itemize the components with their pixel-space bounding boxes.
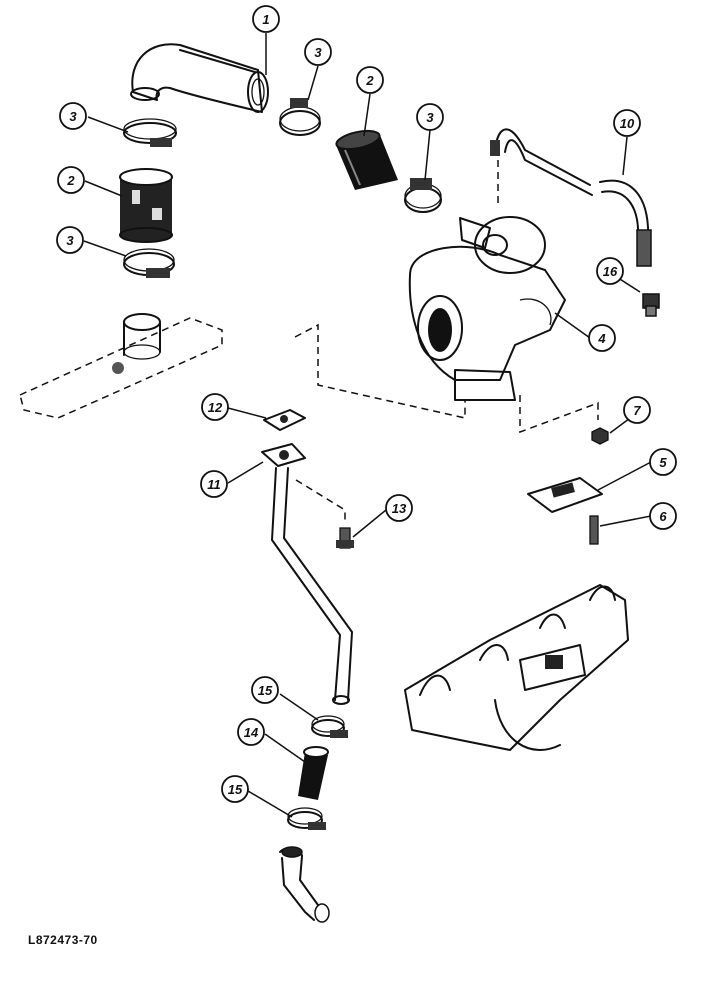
hose-clamp <box>311 715 348 738</box>
callout-number: 5 <box>649 448 677 476</box>
svg-text:11: 11 <box>207 477 221 492</box>
hose-clamp <box>404 178 442 213</box>
svg-text:2: 2 <box>66 173 75 188</box>
hose-sleeve <box>119 168 173 243</box>
callout-number: 15 <box>251 676 279 704</box>
fitting <box>642 293 660 317</box>
exhaust-manifold <box>404 584 629 751</box>
callout-number: 13 <box>385 494 413 522</box>
drain-tube-gasket <box>263 409 306 431</box>
intake-plate <box>19 313 223 419</box>
svg-text:15: 15 <box>228 782 243 797</box>
callout-number: 1 <box>252 5 280 33</box>
svg-text:2: 2 <box>365 73 374 88</box>
gasket <box>527 477 603 513</box>
hose-clamp <box>123 248 175 278</box>
svg-text:15: 15 <box>258 683 273 698</box>
hose-clamp <box>279 98 321 136</box>
callout-number: 2 <box>57 166 85 194</box>
leader-lines <box>83 33 652 818</box>
svg-text:3: 3 <box>314 45 322 60</box>
svg-text:3: 3 <box>69 109 77 124</box>
hose-sleeve <box>335 129 398 190</box>
callout-number: 2 <box>356 66 384 94</box>
callout-number: 12 <box>201 393 229 421</box>
svg-text:7: 7 <box>633 403 641 418</box>
callout-number: 3 <box>416 103 444 131</box>
callout-number: 3 <box>59 102 87 130</box>
assembly-lines <box>294 160 599 522</box>
callout-number: 11 <box>200 470 228 498</box>
oil-supply-line <box>490 128 652 267</box>
svg-text:10: 10 <box>620 116 635 131</box>
svg-text:16: 16 <box>603 264 618 279</box>
callout-number: 14 <box>237 718 265 746</box>
callout-number: 4 <box>588 324 616 352</box>
hose-clamp <box>123 118 177 147</box>
svg-text:3: 3 <box>426 110 434 125</box>
callout-number: 16 <box>596 257 624 285</box>
callout-number: 7 <box>623 396 651 424</box>
bolt <box>336 527 354 549</box>
svg-text:4: 4 <box>597 331 606 346</box>
svg-text:1: 1 <box>262 12 269 27</box>
hose-clamp <box>287 807 326 830</box>
drain-elbow <box>279 846 330 923</box>
svg-text:5: 5 <box>659 455 667 470</box>
svg-text:12: 12 <box>208 400 223 415</box>
callout-number: 3 <box>56 226 84 254</box>
drain-hose <box>298 746 329 800</box>
oil-drain-tube <box>261 443 353 705</box>
stud <box>589 515 599 545</box>
turbocharger <box>408 216 566 401</box>
callout-number: 15 <box>221 775 249 803</box>
elbow-hose <box>130 43 269 113</box>
callout-number: 10 <box>613 109 641 137</box>
svg-text:14: 14 <box>244 725 259 740</box>
figure-id-label: L872473-70 <box>28 933 98 947</box>
callout-number: 3 <box>304 38 332 66</box>
callout-number: 6 <box>649 502 677 530</box>
nut <box>591 427 609 445</box>
svg-text:13: 13 <box>392 501 407 516</box>
svg-text:3: 3 <box>66 233 74 248</box>
svg-text:6: 6 <box>659 509 667 524</box>
